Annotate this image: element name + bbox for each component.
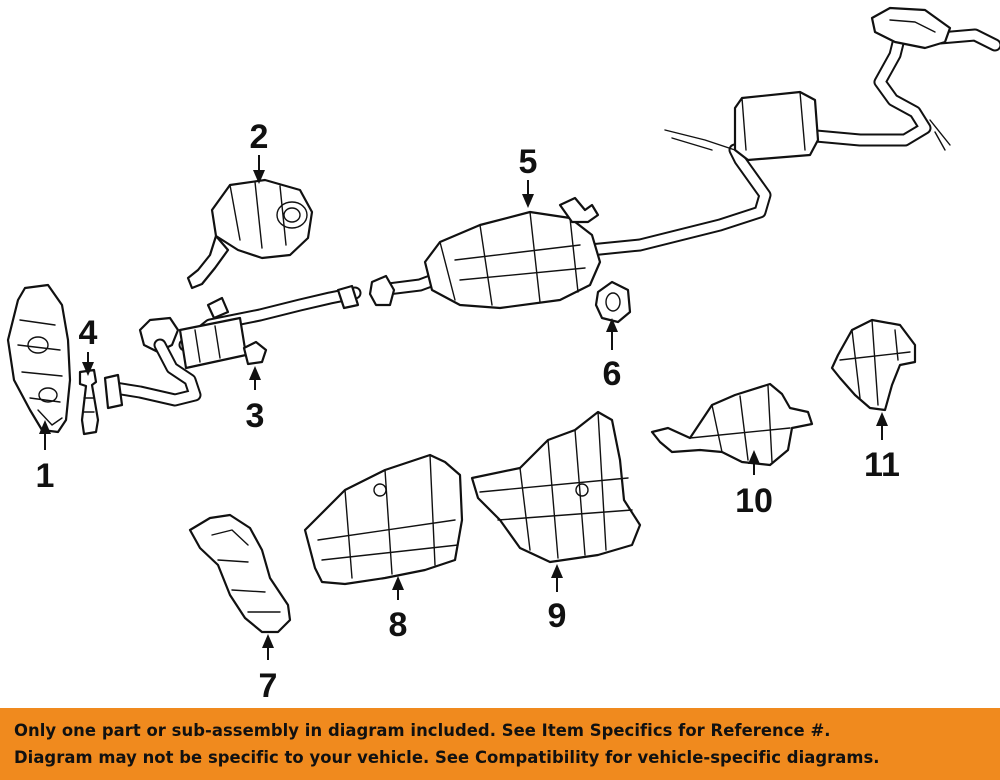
part-8-heat-shield xyxy=(303,453,464,586)
tailpipe-tip xyxy=(870,6,952,151)
disclaimer-banner: Only one part or sub-assembly in diagram… xyxy=(0,708,1000,780)
part-6-isolator xyxy=(594,280,632,324)
callout-2: 2 xyxy=(250,118,269,156)
disclaimer-line-1: Only one part or sub-assembly in diagram… xyxy=(14,721,831,740)
part-2-catalytic-converter xyxy=(186,178,314,290)
callout-3: 3 xyxy=(246,397,265,435)
callout-5: 5 xyxy=(519,143,538,181)
part-9-heat-shield xyxy=(470,410,642,564)
callout-1: 1 xyxy=(36,457,55,495)
callout-10: 10 xyxy=(735,482,773,520)
part-3-front-pipe xyxy=(103,284,362,410)
part-1-catalytic-converter xyxy=(6,283,72,434)
part-11-heat-shield xyxy=(830,318,917,412)
callout-9: 9 xyxy=(548,597,567,635)
callout-numbers: 1 2 3 4 5 6 7 8 9 10 11 xyxy=(36,118,900,705)
disclaimer-line-2: Diagram may not be specific to your vehi… xyxy=(14,748,880,767)
callout-4: 4 xyxy=(79,314,98,352)
callout-7: 7 xyxy=(259,667,278,705)
callout-6: 6 xyxy=(603,355,622,393)
part-7-heat-shield xyxy=(188,513,292,634)
rear-muffler xyxy=(664,90,820,162)
callout-11: 11 xyxy=(864,446,900,484)
part-4-bracket xyxy=(78,368,100,436)
leader-lines xyxy=(39,155,888,660)
exhaust-system-diagram: 1 2 3 4 5 6 7 8 9 10 11 xyxy=(6,6,1000,705)
part-5-muffler xyxy=(368,196,602,310)
part-10-heat-shield xyxy=(650,382,814,467)
exhaust-pipe-run xyxy=(373,28,1000,297)
callout-8: 8 xyxy=(389,606,408,644)
